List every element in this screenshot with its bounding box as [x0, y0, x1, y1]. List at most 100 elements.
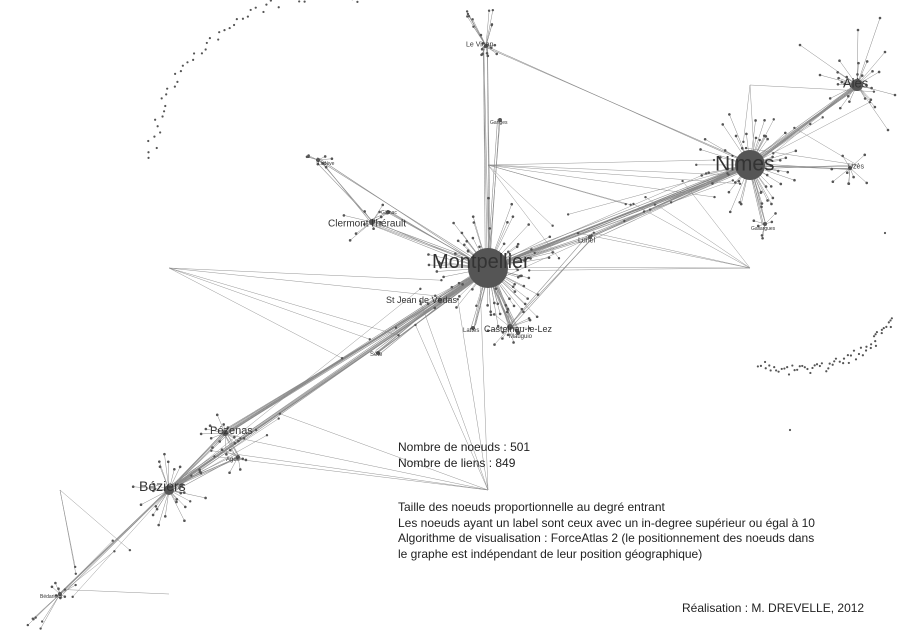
graph-leaf-node — [523, 259, 526, 262]
graph-statistics: Nombre de noeuds : 501 Nombre de liens :… — [398, 440, 530, 471]
graph-edge — [487, 211, 645, 269]
graph-leaf-node — [779, 182, 783, 186]
graph-isolated-node — [818, 364, 821, 368]
node-label-uzes: Uzès — [848, 163, 864, 170]
graph-leaf-node — [798, 43, 802, 47]
graph-leaf-node — [501, 337, 504, 340]
graph-leaf-node — [486, 304, 489, 307]
graph-edge — [168, 267, 343, 359]
graph-leaf-node — [57, 587, 60, 591]
graph-edge — [168, 435, 268, 491]
graph-isolated-node — [882, 326, 885, 330]
graph-edge — [420, 301, 489, 491]
graph-leaf-node — [452, 221, 455, 225]
graph-isolated-node — [228, 26, 231, 30]
graph-leaf-node — [54, 594, 58, 597]
graph-leaf-node — [516, 275, 520, 279]
graph-leaf-node — [830, 167, 834, 171]
graph-edge — [168, 267, 436, 296]
graph-edge — [494, 326, 511, 345]
graph-edge — [856, 84, 896, 96]
graph-leaf-node — [238, 468, 242, 471]
graph-edge — [320, 160, 372, 224]
graph-leaf-node — [711, 182, 714, 185]
graph-hub-nodes — [58, 44, 863, 596]
graph-leaf-node — [739, 202, 743, 206]
graph-isolated-node — [218, 31, 221, 34]
graph-isolated-node — [217, 38, 220, 41]
graph-leaf-node — [316, 162, 320, 166]
graph-leaf-node — [737, 179, 741, 183]
graph-leaf-node — [163, 515, 167, 518]
graph-leaf-node — [700, 174, 704, 177]
graph-leaf-node — [734, 134, 738, 138]
hub-node-pezenas — [222, 430, 228, 436]
graph-leaf-node — [50, 585, 54, 589]
graph-leaf-node — [505, 310, 509, 314]
graph-leaf-node — [644, 195, 647, 199]
graph-leaf-node — [520, 307, 524, 311]
graph-edge — [223, 432, 236, 457]
graph-leaf-node — [226, 426, 230, 429]
graph-leaf-node — [510, 202, 514, 206]
graph-leaf-node — [713, 195, 716, 199]
graph-leaf-node — [154, 505, 158, 508]
graph-leaf-node — [166, 460, 170, 464]
graph-leaf-node — [740, 146, 744, 150]
graph-isolated-node — [165, 93, 168, 96]
graph-isolated-node — [769, 369, 772, 372]
graph-isolated-node — [889, 319, 892, 322]
graph-leaf-node — [173, 467, 176, 471]
graph-isolated-node — [166, 87, 169, 90]
graph-isolated-node — [241, 17, 245, 20]
graph-leaf-node — [759, 191, 763, 194]
graph-edge — [509, 318, 530, 328]
graph-leaf-node — [490, 24, 493, 27]
graph-leaf-node — [434, 294, 437, 297]
graph-leaf-node — [183, 519, 186, 522]
hub-node-mauguio — [516, 331, 520, 335]
graph-leaf-node — [340, 357, 344, 360]
graph-edge — [856, 51, 886, 86]
graph-leaf-node — [63, 588, 67, 591]
graph-isolated-node — [775, 369, 778, 372]
graph-leaf-node — [699, 148, 702, 151]
graph-leaf-node — [870, 86, 873, 90]
graph-isolated-node — [254, 6, 257, 9]
graph-leaf-node — [265, 434, 269, 437]
graph-edge — [743, 84, 751, 142]
graph-leaf-node — [526, 297, 529, 300]
graph-leaf-node — [863, 153, 867, 157]
graph-edge — [534, 164, 751, 254]
graph-isolated-node — [756, 365, 759, 368]
graph-leaf-node — [513, 282, 516, 286]
hub-node-beziers — [164, 485, 174, 495]
graph-leaf-node — [175, 497, 179, 501]
graph-leaf-node — [766, 137, 769, 141]
graph-isolated-node — [162, 110, 166, 113]
graph-isolated-node — [147, 139, 150, 143]
graph-isolated-node — [885, 325, 888, 328]
graph-leaf-node — [515, 245, 519, 249]
graph-leaf-node — [557, 257, 561, 260]
graph-edge — [819, 74, 858, 86]
graph-leaf-node — [178, 465, 182, 469]
graph-leaf-node — [323, 155, 327, 158]
graph-leaf-node — [511, 285, 515, 289]
note-line: le graphe est indépendant de leur positi… — [398, 546, 703, 561]
graph-isolated-node — [859, 346, 863, 349]
hub-node-ganges — [498, 118, 502, 122]
graph-leaf-node — [330, 157, 334, 161]
graph-leaf-node — [728, 210, 732, 214]
graph-isolated-node — [887, 321, 890, 324]
hub-node-gallargues — [763, 222, 767, 226]
graph-isolated-node — [780, 367, 783, 371]
graph-leaf-node — [324, 165, 328, 169]
graph-edge — [317, 157, 487, 270]
graph-leaf-node — [465, 239, 469, 243]
graph-leaf-node — [489, 46, 493, 49]
graph-leaf-node — [486, 329, 490, 333]
graph-isolated-node — [303, 0, 306, 3]
graph-leaf-node — [450, 285, 454, 289]
graph-leaf-node — [512, 341, 515, 344]
